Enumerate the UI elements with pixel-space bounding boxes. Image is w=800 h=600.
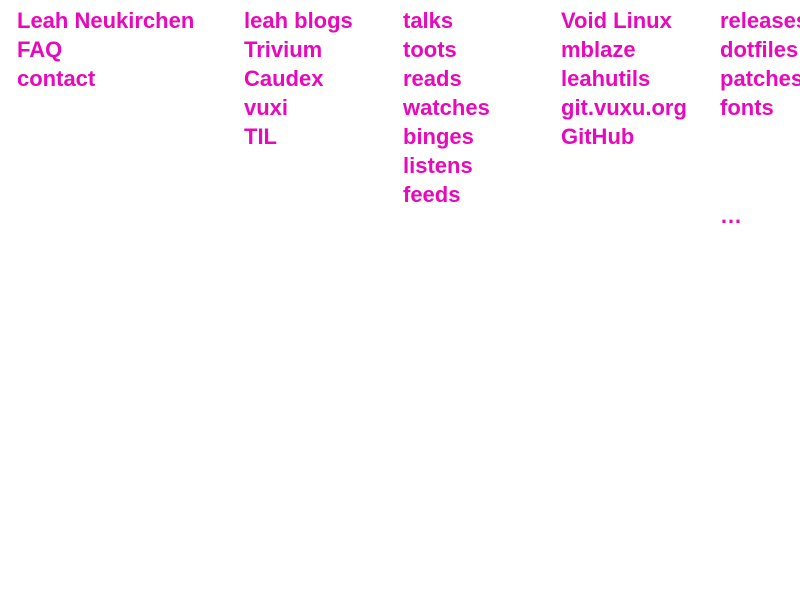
list-item: TIL: [244, 122, 353, 151]
link-vuxi[interactable]: vuxi: [244, 95, 289, 120]
link-mblaze[interactable]: mblaze: [561, 37, 636, 62]
link-releases[interactable]: releases: [720, 8, 800, 33]
list-item: Leah Neukirchen: [17, 6, 194, 35]
link-talks[interactable]: talks: [403, 8, 454, 33]
link-leah-blogs[interactable]: leah blogs: [244, 8, 353, 33]
list-item: GitHub: [561, 122, 687, 151]
nav-column-activity: talks toots reads watches binges listens…: [403, 6, 490, 209]
list-item: git.vuxu.org: [561, 93, 687, 122]
nav-column-blogs: leah blogs Trivium Caudex vuxi TIL: [244, 6, 353, 151]
list-item: listens: [403, 151, 490, 180]
list-item: watches: [403, 93, 490, 122]
link-trivium[interactable]: Trivium: [244, 37, 323, 62]
link-feeds[interactable]: feeds: [403, 182, 461, 207]
list-item: toots: [403, 35, 490, 64]
list-item: vuxi: [244, 93, 353, 122]
list-item: fonts: [720, 93, 800, 122]
nav-column-projects: Void Linux mblaze leahutils git.vuxu.org…: [561, 6, 687, 151]
list-item: contact: [17, 64, 194, 93]
link-patches[interactable]: patches: [720, 66, 800, 91]
link-listens[interactable]: listens: [403, 153, 473, 178]
link-toots[interactable]: toots: [403, 37, 457, 62]
list-item: patches: [720, 64, 800, 93]
list-item: leahutils: [561, 64, 687, 93]
list-item: feeds: [403, 180, 490, 209]
list-item: Caudex: [244, 64, 353, 93]
list-item: reads: [403, 64, 490, 93]
more-link[interactable]: …: [720, 203, 743, 228]
list-item: FAQ: [17, 35, 194, 64]
link-til[interactable]: TIL: [244, 124, 277, 149]
link-dotfiles[interactable]: dotfiles: [720, 37, 799, 62]
link-caudex[interactable]: Caudex: [244, 66, 324, 91]
link-contact[interactable]: contact: [17, 66, 96, 91]
list-item: binges: [403, 122, 490, 151]
link-watches[interactable]: watches: [403, 95, 490, 120]
nav-column-personal: Leah Neukirchen FAQ contact: [17, 6, 194, 93]
link-leahutils[interactable]: leahutils: [561, 66, 651, 91]
link-github[interactable]: GitHub: [561, 124, 635, 149]
link-fonts[interactable]: fonts: [720, 95, 774, 120]
nav-column-files: releases dotfiles patches fonts: [720, 6, 800, 122]
list-item: Void Linux: [561, 6, 687, 35]
list-item: dotfiles: [720, 35, 800, 64]
link-faq[interactable]: FAQ: [17, 37, 63, 62]
link-leah-neukirchen[interactable]: Leah Neukirchen: [17, 8, 195, 33]
list-item: leah blogs: [244, 6, 353, 35]
link-void-linux[interactable]: Void Linux: [561, 8, 672, 33]
link-reads[interactable]: reads: [403, 66, 462, 91]
link-binges[interactable]: binges: [403, 124, 474, 149]
link-git-vuxu-org[interactable]: git.vuxu.org: [561, 95, 687, 120]
list-item: Trivium: [244, 35, 353, 64]
list-item: mblaze: [561, 35, 687, 64]
list-item: talks: [403, 6, 490, 35]
list-item: releases: [720, 6, 800, 35]
